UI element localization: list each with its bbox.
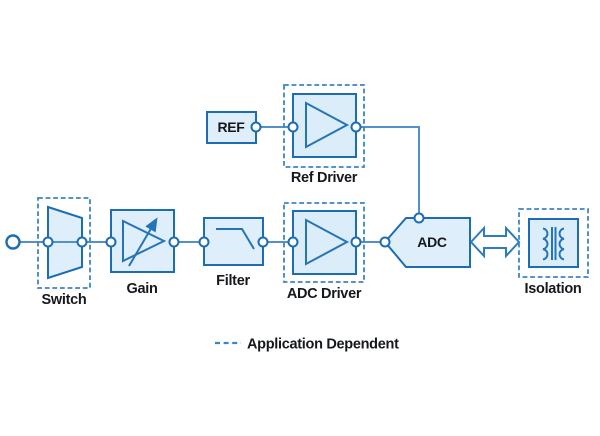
adc-block	[383, 217, 471, 268]
filter-box	[203, 217, 264, 266]
connection-node	[198, 236, 210, 248]
gain-block	[110, 209, 175, 273]
isolation-dashed-outline	[518, 208, 589, 278]
ref-label: REF	[217, 119, 245, 135]
isolation-label: Isolation	[525, 281, 582, 297]
gain-arrow-icon	[128, 217, 158, 267]
adc-label: ADC	[417, 234, 447, 250]
connection-node	[76, 236, 88, 248]
isolation-block	[518, 208, 589, 278]
adc-driver-block	[283, 202, 365, 283]
ref-box	[206, 111, 257, 144]
legend-label: Application Dependent	[247, 337, 399, 353]
ref-block	[206, 111, 257, 144]
ref-driver-label: Ref Driver	[291, 170, 358, 186]
gain-label: Gain	[126, 281, 157, 297]
transformer-icon	[542, 227, 565, 261]
refdriver-adc-wire	[356, 126, 420, 218]
ref-driver-block	[283, 84, 365, 168]
connection-node	[168, 236, 180, 248]
filter-block	[203, 217, 264, 266]
input-terminal-icon	[5, 234, 21, 250]
connection-node	[350, 236, 362, 248]
connection-node	[350, 121, 362, 133]
adc-pentagon	[383, 217, 471, 268]
double-arrow-icon	[469, 225, 521, 259]
connection-node	[257, 236, 269, 248]
connection-node	[287, 121, 299, 133]
filter-label: Filter	[216, 273, 250, 289]
connection-node	[379, 236, 391, 248]
adc-driver-label: ADC Driver	[287, 286, 362, 302]
amplifier-icon	[305, 218, 350, 266]
adc-driver-dashed-outline	[283, 202, 365, 283]
amplifier-icon	[305, 101, 350, 149]
ref-driver-dashed-outline	[283, 84, 365, 168]
legend: Application Dependent	[215, 337, 399, 353]
switch-label: Switch	[42, 292, 87, 308]
switch-dashed-outline	[37, 197, 91, 289]
lowpass-filter-icon	[216, 228, 255, 250]
connection-node	[105, 236, 117, 248]
connection-node	[287, 236, 299, 248]
connection-node	[42, 236, 54, 248]
switch-block	[37, 197, 91, 289]
variable-gain-amplifier-icon	[122, 219, 167, 263]
connection-node	[250, 121, 262, 133]
connection-node	[413, 212, 425, 224]
isolation-box	[528, 218, 579, 268]
